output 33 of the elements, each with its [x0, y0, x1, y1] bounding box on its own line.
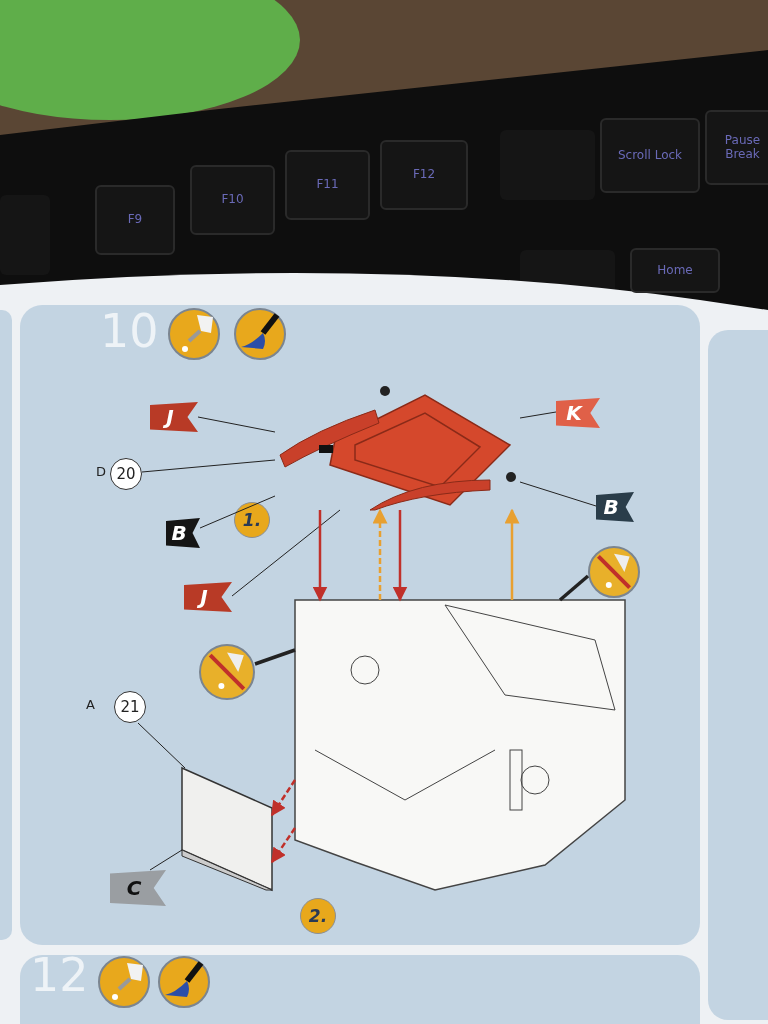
part-letter: B: [171, 521, 187, 545]
no-glue-icon: [199, 644, 255, 700]
keyboard-key: F12: [380, 140, 468, 210]
assembly-arrow: [504, 508, 520, 600]
part-letter: K: [566, 401, 582, 425]
leader-line: [137, 722, 186, 769]
part-number: 21: [120, 698, 140, 716]
leader-line: [141, 459, 276, 473]
leader-line: [519, 481, 597, 507]
assembly-arrow: [270, 779, 297, 817]
chassis-drawing: [295, 600, 625, 890]
assembly-arrow: [312, 510, 328, 602]
leader-line: [199, 495, 276, 529]
keyboard-key: Pause Break: [705, 110, 768, 185]
keyboard-key: F9: [95, 185, 175, 255]
part-number: 20: [116, 465, 136, 483]
panel-part-drawing: [182, 768, 272, 890]
assembly-arrow: [392, 510, 408, 602]
part-letter: C: [126, 876, 142, 900]
assembly-arrow: [372, 508, 388, 600]
sprue-letter: A: [86, 697, 95, 712]
part-letter: B: [603, 495, 619, 519]
leader-line: [519, 411, 557, 419]
keyboard-key: F10: [190, 165, 275, 235]
leader-line: [149, 849, 183, 871]
keyboard-key: Home: [630, 248, 720, 293]
keyboard-key: Scroll Lock: [600, 118, 700, 193]
assembly-arrow: [270, 827, 297, 864]
sprue-letter: D: [96, 464, 106, 479]
no-glue-icon: [588, 546, 640, 598]
leader-line: [197, 416, 276, 433]
keyboard-key: F11: [285, 150, 370, 220]
leader-line: [231, 509, 341, 597]
